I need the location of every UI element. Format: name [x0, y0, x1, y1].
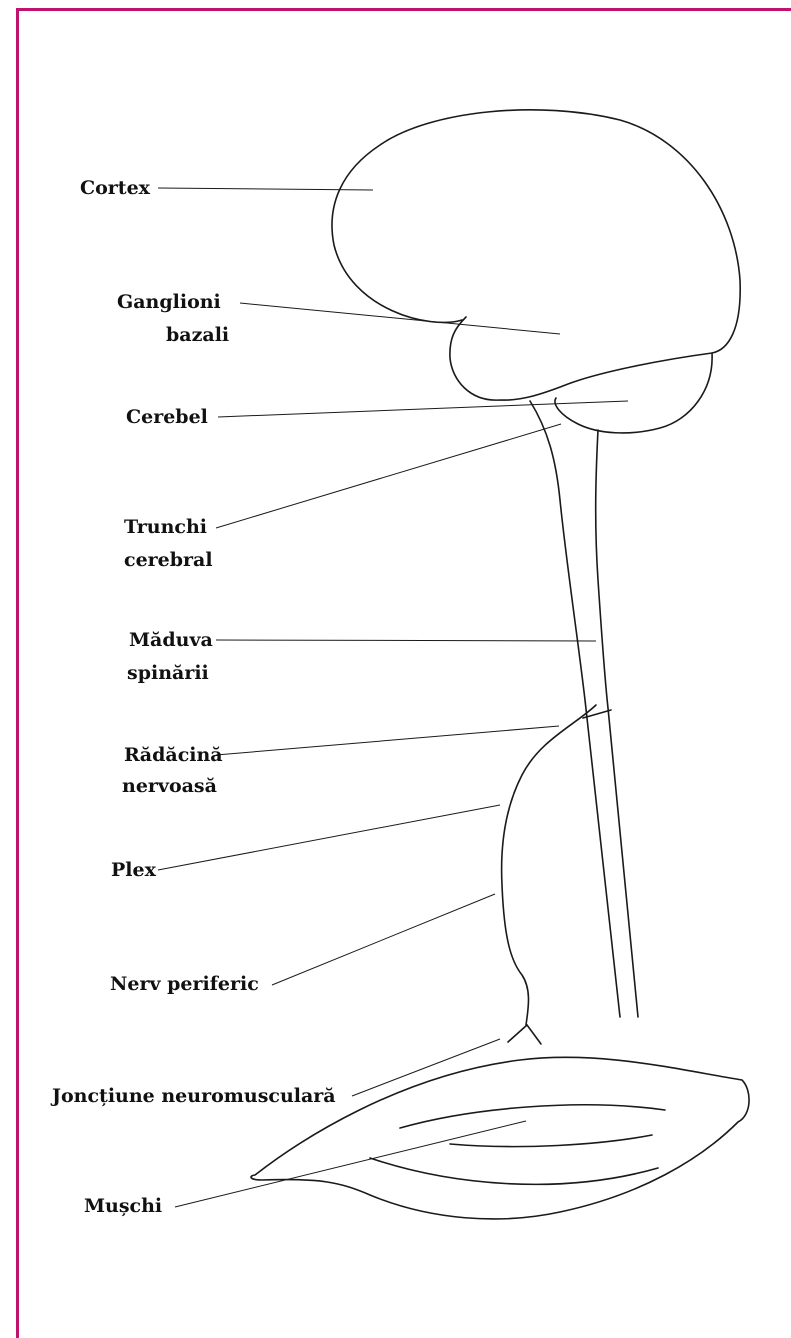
leader-ganglioni	[240, 303, 560, 334]
leader-maduva	[216, 640, 596, 641]
label-plex: Plex	[111, 859, 157, 881]
label-bazali: bazali	[166, 324, 229, 346]
brainstem-left	[530, 401, 620, 1017]
nmj-branch-left	[508, 1025, 527, 1042]
label-cerebral: cerebral	[124, 549, 213, 571]
muscle-fiber-2	[450, 1135, 652, 1147]
label-cortex: Cortex	[80, 177, 151, 199]
brainstem-right	[596, 430, 638, 1017]
leader-nerv	[272, 894, 495, 985]
peripheral-nerve	[502, 705, 596, 1025]
label-jonctiune: Joncțiune neuromusculară	[50, 1085, 336, 1107]
label-spinarii: spinării	[127, 662, 209, 684]
muscle-fiber-1	[400, 1105, 665, 1128]
label-cerebel: Cerebel	[126, 406, 208, 428]
nmj-branch-right	[527, 1025, 541, 1044]
leader-muschi	[175, 1121, 526, 1207]
leader-plex	[158, 805, 500, 870]
leader-trunchi	[216, 424, 561, 528]
label-nerv-periferic: Nerv periferic	[110, 973, 259, 995]
label-ganglioni: Ganglioni	[117, 291, 221, 313]
label-trunchi: Trunchi	[124, 516, 207, 538]
muscle-fiber-3	[370, 1158, 658, 1184]
cortex-outline	[332, 110, 740, 400]
label-muschi: Mușchi	[84, 1195, 162, 1217]
leader-radacina	[216, 726, 559, 755]
muscle-outline	[251, 1057, 749, 1219]
label-nervoasa: nervoasă	[122, 775, 217, 797]
label-maduva: Măduva	[129, 629, 213, 651]
cerebellum-outline	[555, 353, 712, 433]
label-radacina: Rădăcină	[124, 744, 223, 766]
leader-cerebel	[218, 401, 628, 417]
